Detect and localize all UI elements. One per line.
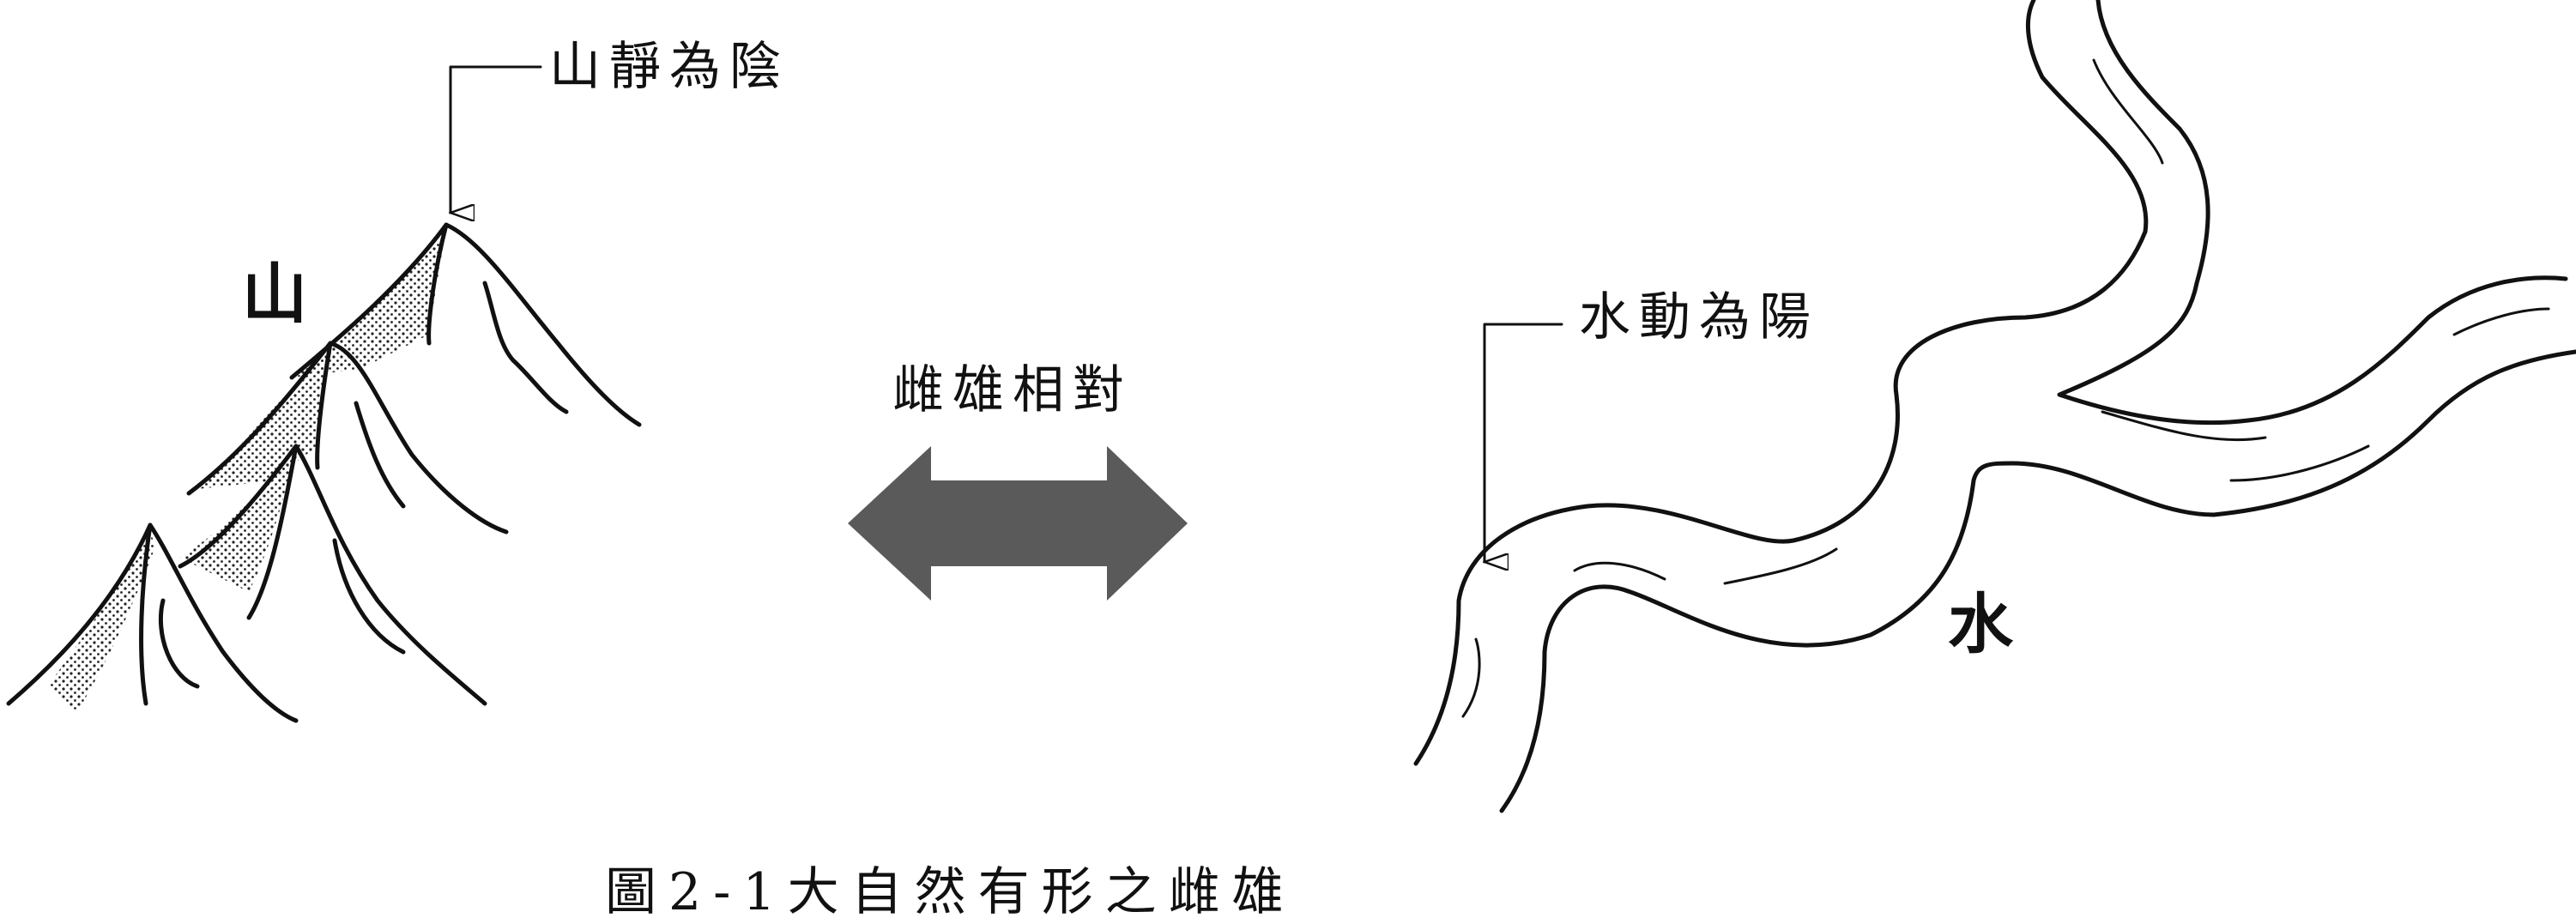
mountain-ridge-front-upper [246,444,406,655]
mountain-shade-mid [197,343,330,489]
river-current-2 [1573,561,1666,581]
river-current-3 [1723,547,1838,585]
mountain-ridge-back [426,222,569,414]
mountain-note-label: 山靜為陰 [549,37,789,97]
mountains-illustration [6,65,642,723]
mountain-peak-front-upper [178,444,487,706]
river-upper-bank [2057,0,2568,426]
mountain-peak-mid [186,341,509,534]
mountain-peak-front-lower [6,522,299,723]
river-current-4 [2092,58,2164,165]
river-current-5 [2101,410,2267,442]
river-current-6 [2229,444,2370,482]
water-note-leader [1485,323,1563,562]
mountain-ridge-mid [315,341,406,509]
river-bank-bottom [1499,349,2576,813]
river-current-7 [2452,307,2550,336]
water-label: 水 [1948,586,2013,662]
mountain-peak-back [289,222,642,427]
relation-label: 雌雄相對 [892,360,1133,420]
mountain-note-leader [450,65,542,213]
river-current-1 [1461,637,1481,718]
mountain-shade-back [292,225,446,377]
water-note-label: 水動為陽 [1579,287,1819,347]
figure-caption: 圖2-1大自然有形之雌雄 [605,862,1296,922]
river-bank-top [1413,0,2149,766]
river-illustration [1413,0,2576,813]
mountain-ridge-front-lower [139,522,200,706]
mountain-label: 山 [242,256,307,332]
double-arrow-icon [848,446,1188,601]
